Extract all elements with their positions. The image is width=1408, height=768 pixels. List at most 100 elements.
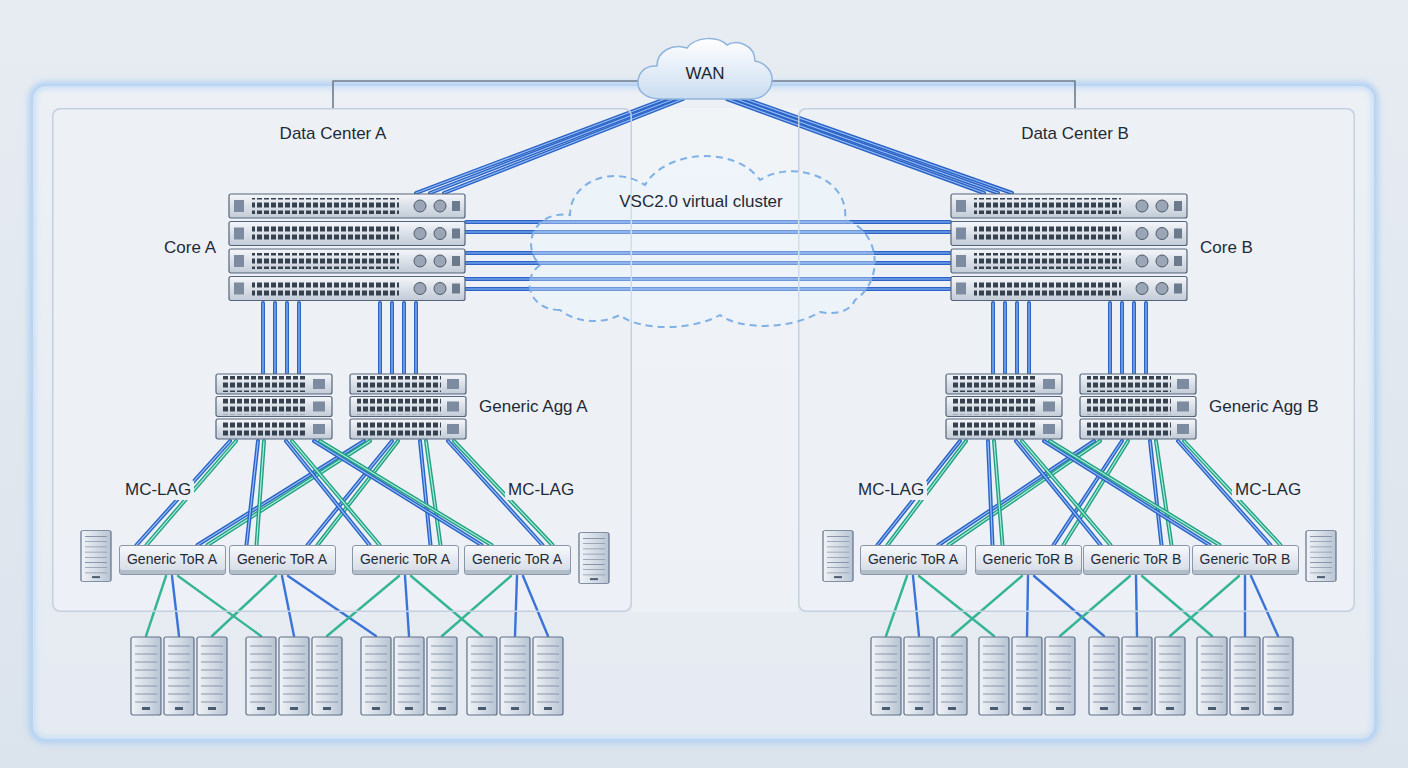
cable: [1132, 303, 1136, 373]
cable: [1003, 303, 1007, 373]
node-label: Generic ToR A: [466, 551, 568, 569]
cable: [1016, 441, 1101, 545]
cable: [1108, 303, 1112, 373]
node-label: WAN: [685, 54, 724, 84]
node-label: Generic ToR A: [231, 551, 333, 569]
data-center-region: Data Center B Core B Generic Agg B Generic …: [798, 108, 1355, 612]
cable-bundle: [1016, 441, 1172, 545]
aggregation-switch-stack: Generic Agg A: [215, 373, 467, 441]
cable: [1156, 441, 1172, 545]
cable-highlight: [391, 303, 392, 373]
cable: [378, 303, 382, 373]
core-switch-stack: Core A: [228, 193, 466, 303]
cable-highlight: [1004, 303, 1005, 373]
cable-highlight: [314, 441, 482, 545]
cable: [772, 81, 1075, 108]
switch-stack-drawing: [950, 193, 1188, 303]
cable: [430, 99, 674, 193]
tor-switch: Generic ToR B: [1083, 545, 1190, 575]
cable: [261, 303, 265, 373]
link-label: MC-LAG: [505, 480, 577, 500]
cable: [333, 81, 638, 108]
cable: [991, 303, 995, 373]
node-label: Generic ToR B: [977, 551, 1080, 569]
cable: [1027, 303, 1031, 373]
cable: [444, 99, 683, 193]
cable-highlight: [1145, 303, 1146, 373]
virtual-cluster-cloud: VSC2.0 virtual cluster: [520, 140, 882, 330]
cable: [1044, 441, 1210, 545]
cable: [257, 441, 265, 545]
server-racks: [131, 637, 1293, 715]
tor-switch: Generic ToR A: [119, 545, 226, 575]
switch-stack-drawing: [945, 373, 1197, 441]
cable-bundle: [772, 81, 1075, 108]
tor-switch: Generic ToR A: [229, 545, 336, 575]
cable: [273, 303, 277, 373]
cable-highlight: [286, 303, 287, 373]
cable-highlight: [262, 303, 263, 373]
node-label: Generic Agg B: [1209, 397, 1319, 417]
link-label: MC-LAG: [1232, 480, 1304, 500]
cable-bundle: [988, 441, 1128, 545]
cable-highlight: [444, 99, 683, 193]
cable-highlight: [1156, 441, 1172, 545]
cable: [1120, 303, 1124, 373]
cable-highlight: [426, 441, 441, 545]
tor-switch: Generic ToR B: [1192, 545, 1299, 575]
cable-highlight: [1121, 303, 1122, 373]
cable-highlight: [415, 303, 416, 373]
cable-highlight: [308, 441, 393, 545]
cable: [286, 441, 370, 545]
data-center-region: Data Center A Core A Generic Agg A Generic …: [52, 108, 632, 612]
node-label: Data Center B: [1021, 124, 1129, 144]
tor-switch: Generic ToR A: [352, 545, 459, 575]
cable-highlight: [1044, 441, 1210, 545]
cable-highlight: [320, 441, 492, 545]
cable-highlight: [988, 441, 993, 545]
node-label: Generic ToR B: [1194, 551, 1297, 569]
cable: [1144, 303, 1148, 373]
cable-highlight: [1028, 303, 1029, 373]
cable: [988, 441, 993, 545]
node-label: Generic ToR A: [354, 551, 456, 569]
cable-highlight: [257, 441, 265, 545]
node-label: VSC2.0 virtual cluster: [520, 192, 882, 212]
cable-highlight: [1016, 303, 1017, 373]
wan-cloud: WAN: [635, 35, 775, 103]
switch-stack-drawing: [215, 373, 467, 441]
region-grounds: [52, 108, 1355, 612]
cable: [402, 303, 406, 373]
cable-highlight: [992, 303, 993, 373]
node-label: Generic ToR A: [862, 551, 964, 569]
cable-bundle: [333, 81, 638, 108]
cable: [320, 441, 492, 545]
cable: [285, 303, 289, 373]
cable: [314, 441, 482, 545]
core-switch-stack: Core B: [950, 193, 1188, 303]
cable-bundle: [286, 441, 441, 545]
outer-frame: [32, 85, 1375, 740]
tor-switch: Generic ToR A: [860, 545, 967, 575]
cable-highlight: [430, 99, 674, 193]
tor-switch: Generic ToR A: [464, 545, 571, 575]
switch-stack-drawing: [228, 193, 466, 303]
cable-highlight: [298, 303, 299, 373]
node-label: Core A: [164, 238, 216, 258]
cable-highlight: [274, 303, 275, 373]
cable: [390, 303, 394, 373]
cable-highlight: [994, 441, 1003, 545]
cable: [1015, 303, 1019, 373]
cloud-outline: [520, 140, 882, 330]
tor-switch: Generic ToR B: [975, 545, 1082, 575]
cable-bundle: [993, 303, 1146, 373]
cable-highlight: [286, 441, 370, 545]
cable-highlight: [1133, 303, 1134, 373]
node-label: Data Center A: [280, 124, 387, 144]
node-label: Generic ToR A: [121, 551, 223, 569]
node-label: Core B: [1200, 238, 1253, 258]
cable-bundle: [247, 441, 399, 545]
node-label: Generic Agg A: [479, 397, 588, 417]
